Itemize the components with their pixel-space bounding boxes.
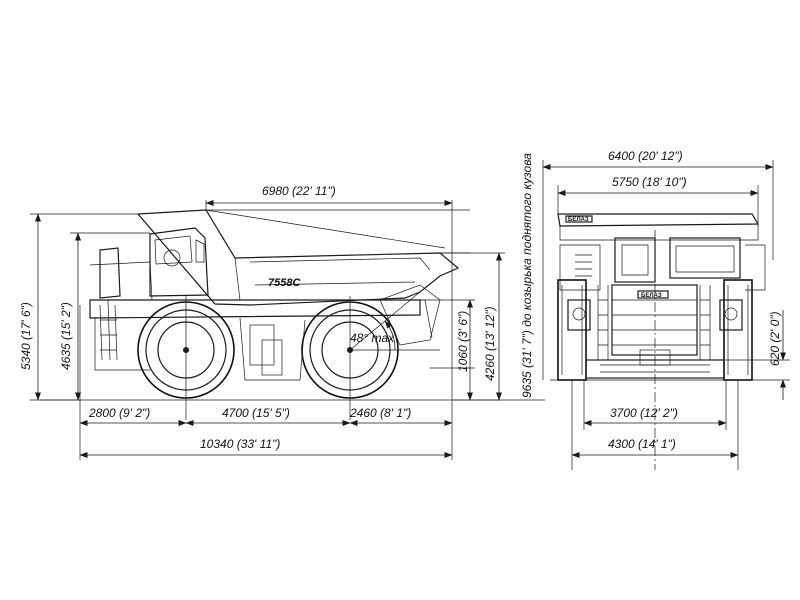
dumping-angle-label: 48° max <box>350 331 395 345</box>
front-cab <box>559 237 766 291</box>
body-height-label: 4260 (13' 12") <box>483 306 497 381</box>
ground-clearance-label: 620 (2' 0") <box>768 311 782 366</box>
overall-length-label: 10340 (33' 11") <box>200 437 280 451</box>
overall-width-label: 6400 (20' 12") <box>608 149 683 163</box>
front-ladders <box>597 285 711 360</box>
front-view: БЕЛАЗ БЕЛАЗ <box>542 149 790 470</box>
body-length-label: 6980 (22' 11") <box>262 184 336 198</box>
model-badge: 7558C <box>268 277 301 289</box>
right-headlight <box>719 299 743 331</box>
front-overhang-label: 2800 (9' 2") <box>88 406 150 420</box>
cab <box>89 227 209 361</box>
front-track-label: 3700 (12' 2") <box>610 406 678 420</box>
front-body: БЕЛАЗ <box>557 213 760 241</box>
cab-height-label: 4635 (15' 2") <box>59 302 73 370</box>
front-brand-plate: БЕЛАЗ <box>568 217 589 223</box>
side-view: 7558C 48° max 6980 (22' 11") 2800 (9' 2"… <box>19 153 545 460</box>
front-grille: БЕЛАЗ <box>611 284 698 366</box>
front-dimensions: 6400 (20' 12") 5750 (18' 10") 620 (2' 0"… <box>542 149 790 470</box>
wheelbase-label: 4700 (15' 5") <box>222 406 290 420</box>
tail-clearance-label: 1060 (3' 6") <box>456 311 470 372</box>
side-dimensions: 6980 (22' 11") 2800 (9' 2") 4700 (15' 5"… <box>19 153 545 460</box>
dump-body <box>136 209 470 306</box>
overall-height-label: 5340 (17' 6") <box>19 302 33 370</box>
rear-overhang-label: 2460 (8' 1") <box>349 406 411 420</box>
rear-track-label: 4300 (14' 1") <box>608 437 676 451</box>
front-grille-plate: БЕЛАЗ <box>641 293 662 299</box>
body-width-label: 5750 (18' 10") <box>612 175 687 189</box>
raised-body-height-label: 9635 (31' 7") до козырька поднятого кузо… <box>520 153 534 398</box>
left-headlight <box>567 299 591 331</box>
